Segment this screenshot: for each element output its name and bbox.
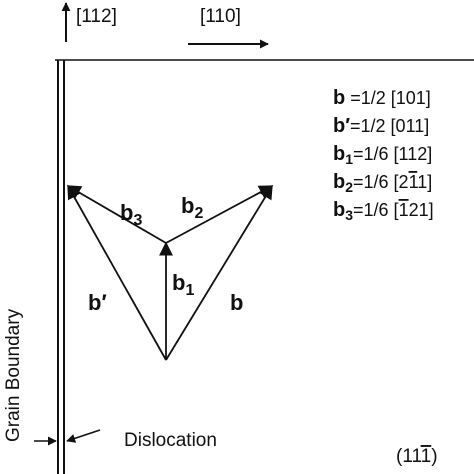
- vector-b1-label: b1: [172, 270, 194, 299]
- legend-entry-b3: b3=1/6 [121]: [333, 199, 434, 223]
- legend-entry-b1: b1=1/6 [112]: [333, 143, 432, 167]
- dislocation-label: Dislocation: [124, 430, 217, 451]
- legend: b =1/2 [101] b′=1/2 [011] b1=1/6 [112] b…: [333, 87, 434, 223]
- vector-b-label: b: [230, 290, 243, 315]
- legend-entry-b2: b2=1/6 [211]: [333, 171, 432, 195]
- vector-b-prime-label: b′: [88, 290, 107, 315]
- vector-b2-label: b2: [181, 193, 203, 222]
- dislocation-arrow: [66, 429, 101, 443]
- vector-b-prime: [67, 184, 167, 361]
- plane-label: (111): [396, 446, 438, 467]
- direction-112-label: [112]: [76, 6, 117, 27]
- legend-entry-b: b =1/2 [101]: [333, 87, 431, 109]
- vector-b3-label: b3: [120, 200, 142, 229]
- grain-boundary-label: Grain Boundary: [3, 308, 24, 442]
- vector-b: [165, 184, 273, 361]
- legend-entry-b-prime: b′=1/2 [011]: [333, 115, 429, 137]
- direction-110-label: [110]: [200, 6, 241, 27]
- vector-b2: [165, 185, 274, 244]
- vector-b3: [66, 185, 167, 244]
